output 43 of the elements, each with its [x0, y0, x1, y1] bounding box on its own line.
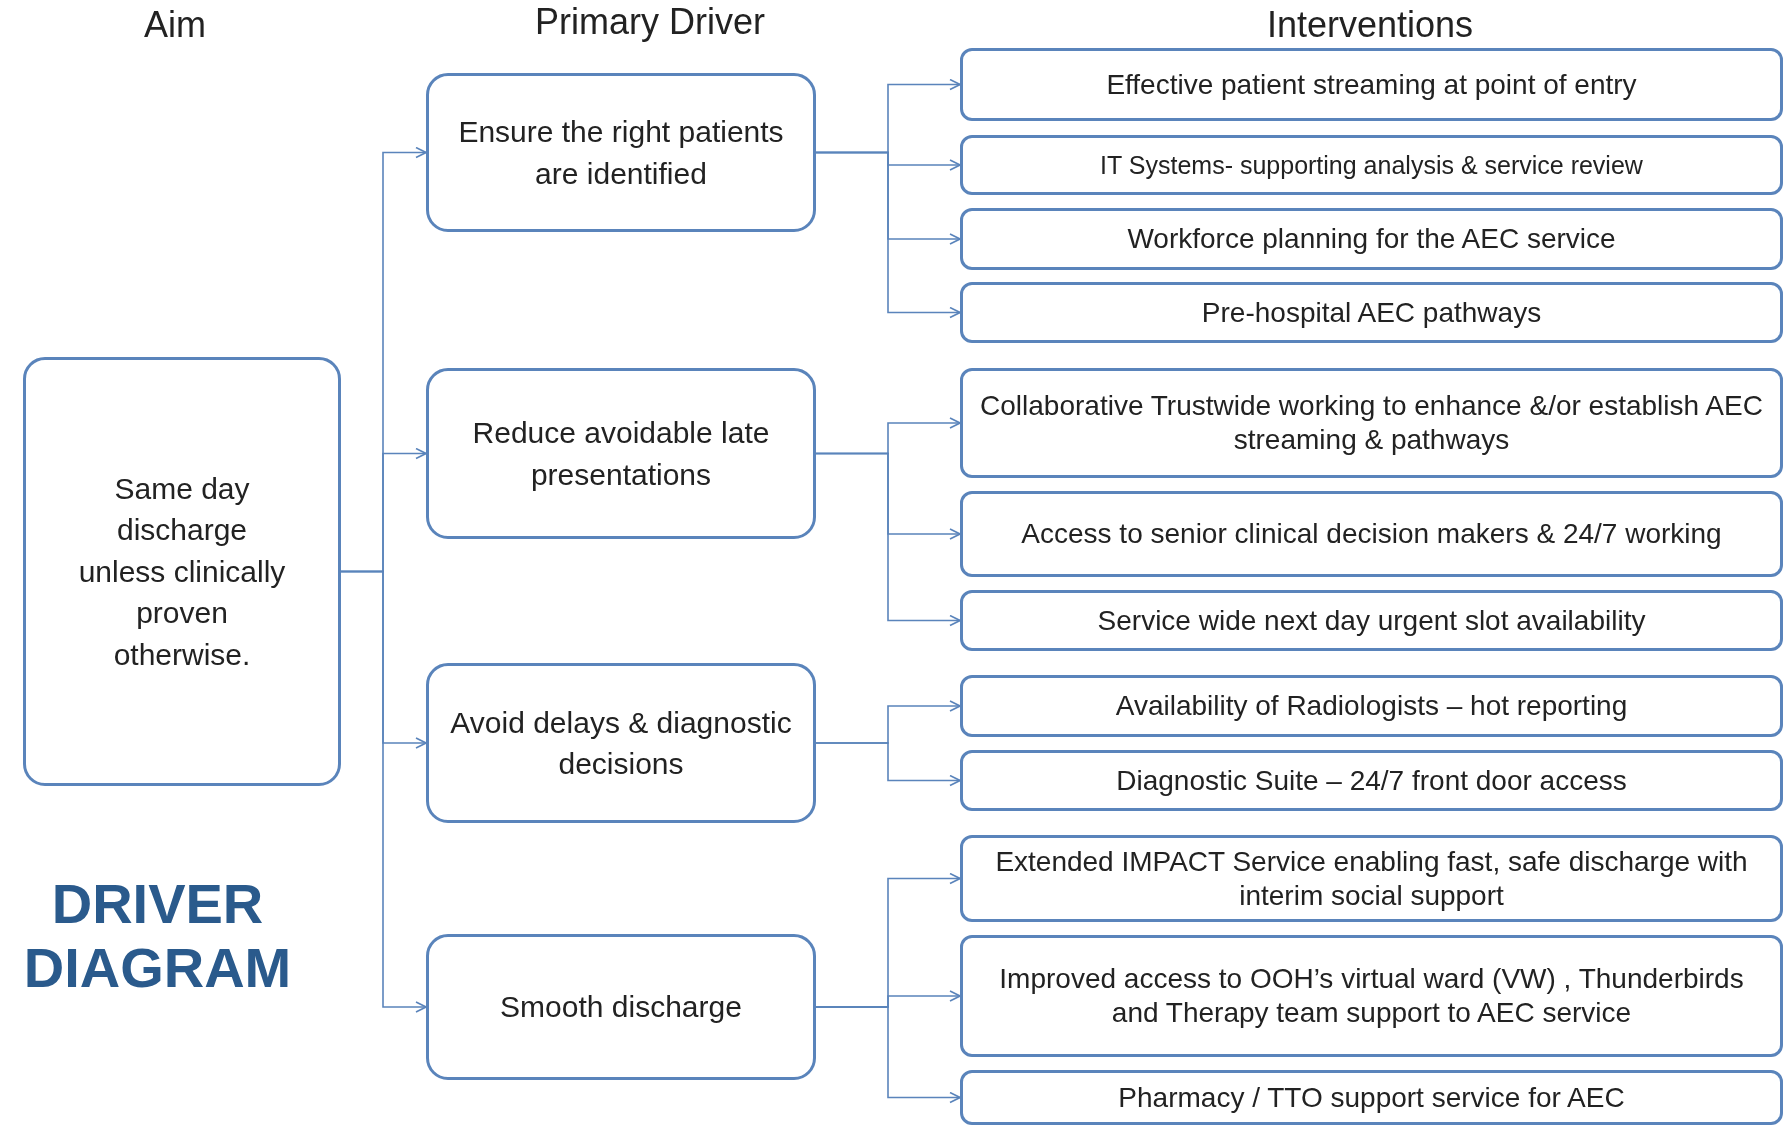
node-text: Effective patient streaming at point of entry — [1106, 67, 1637, 102]
intervention-box — [960, 135, 1783, 195]
intervention-box — [960, 675, 1783, 737]
aim-box — [23, 357, 341, 786]
arrow — [815, 151, 961, 319]
node-text: Pharmacy / TTO support service for AEC — [1118, 1080, 1625, 1115]
node-text: Ensure the right patients are identified — [457, 114, 785, 192]
intervention-box — [960, 48, 1783, 121]
node-text: Pre-hospital AEC pathways — [1201, 295, 1542, 330]
node-text: Collaborative Trustwide working to enhance &/or establish AEC streaming & pathways — [979, 389, 1764, 457]
intervention-box — [960, 935, 1783, 1057]
driver-box — [426, 368, 816, 539]
node-text: Service wide next day urgent slot availability — [1097, 603, 1646, 638]
node-text: Improved access to OOH’s virtual ward (VW) , Thunderbirds and Therapy team support to AEC service — [998, 962, 1745, 1030]
node-text: Availability of Radiologists – hot reporting — [1115, 689, 1628, 723]
intervention-box — [960, 208, 1783, 270]
node-text: Extended IMPACT Service enabling fast, safe discharge with interim social support — [994, 844, 1749, 913]
driver-box — [426, 934, 816, 1080]
intervention-box — [960, 1070, 1783, 1125]
node-text: Smooth discharge — [500, 989, 742, 1026]
intervention-box — [960, 491, 1783, 577]
column-heading: Interventions — [1265, 4, 1475, 46]
intervention-box — [960, 368, 1783, 478]
column-heading: Aim — [143, 4, 207, 46]
node-text: Same day discharge unless clinically proven otherwise. — [77, 471, 287, 673]
intervention-box — [960, 282, 1783, 343]
arrow — [815, 1006, 961, 1104]
intervention-box — [960, 750, 1783, 811]
node-text: Access to senior clinical decision makers & 24/7 working — [1021, 517, 1722, 551]
arrow — [340, 570, 427, 1013]
node-text: IT Systems- supporting analysis & service review — [1100, 150, 1643, 180]
node-text: Avoid delays & diagnostic decisions — [449, 704, 793, 782]
node-text: Reduce avoidable late presentations — [471, 415, 771, 493]
node-text: Diagnostic Suite – 24/7 front door access — [1116, 763, 1627, 798]
arrow — [815, 742, 961, 787]
driver-box — [426, 73, 816, 232]
intervention-box — [960, 590, 1783, 651]
intervention-box — [960, 835, 1783, 922]
column-heading: Primary Driver — [534, 1, 766, 43]
node-text: Workforce planning for the AEC service — [1127, 222, 1616, 256]
driver-box — [426, 663, 816, 823]
arrow — [815, 452, 961, 627]
diagram-title: DRIVER DIAGRAM — [22, 872, 293, 1001]
